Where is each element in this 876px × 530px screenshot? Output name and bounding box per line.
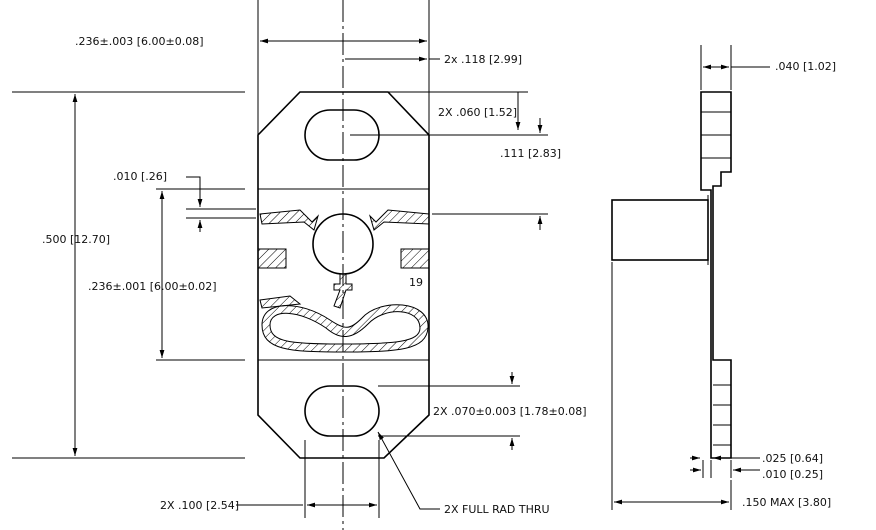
front-view: 19 bbox=[257, 0, 430, 530]
dim-full-rad: 2X FULL RAD THRU bbox=[444, 503, 550, 516]
side-view: .040 [1.02] .025 [0.64] .010 [0.25] .150… bbox=[611, 45, 836, 510]
part-number: 19 bbox=[409, 276, 423, 289]
spring-strip bbox=[259, 209, 320, 231]
dim-side-min: .010 [0.25] bbox=[762, 468, 823, 481]
side-tab bbox=[611, 199, 709, 261]
dim-gap: .010 [.26] bbox=[113, 170, 167, 183]
front-dimensions: .236±.003 [6.00±0.08] 2x .118 [2.99] .50… bbox=[12, 35, 587, 518]
right-block bbox=[400, 248, 430, 269]
dim-side-step: .025 [0.64] bbox=[762, 452, 823, 465]
side-outline bbox=[700, 91, 732, 459]
left-block bbox=[257, 248, 287, 269]
bottom-slot bbox=[304, 385, 380, 437]
dim-side-thickness: .040 [1.02] bbox=[775, 60, 836, 73]
dim-hole-spacing: 2X .100 [2.54] bbox=[160, 499, 239, 512]
dim-half-width: 2x .118 [2.99] bbox=[444, 53, 522, 66]
part-outline bbox=[257, 91, 430, 459]
dim-top-width: .236±.003 [6.00±0.08] bbox=[75, 35, 203, 48]
dim-side-max: .150 MAX [3.80] bbox=[742, 496, 831, 509]
dim-slot-height: 2X .060 [1.52] bbox=[438, 106, 517, 119]
dim-body-width: .236±.001 [6.00±0.02] bbox=[88, 280, 216, 293]
dim-overall-length: .500 [12.70] bbox=[42, 233, 110, 246]
dim-slot-width: 2X .070±0.003 [1.78±0.08] bbox=[433, 405, 587, 418]
spring-loop bbox=[261, 304, 429, 353]
dim-slot-offset: .111 [2.83] bbox=[500, 147, 561, 160]
